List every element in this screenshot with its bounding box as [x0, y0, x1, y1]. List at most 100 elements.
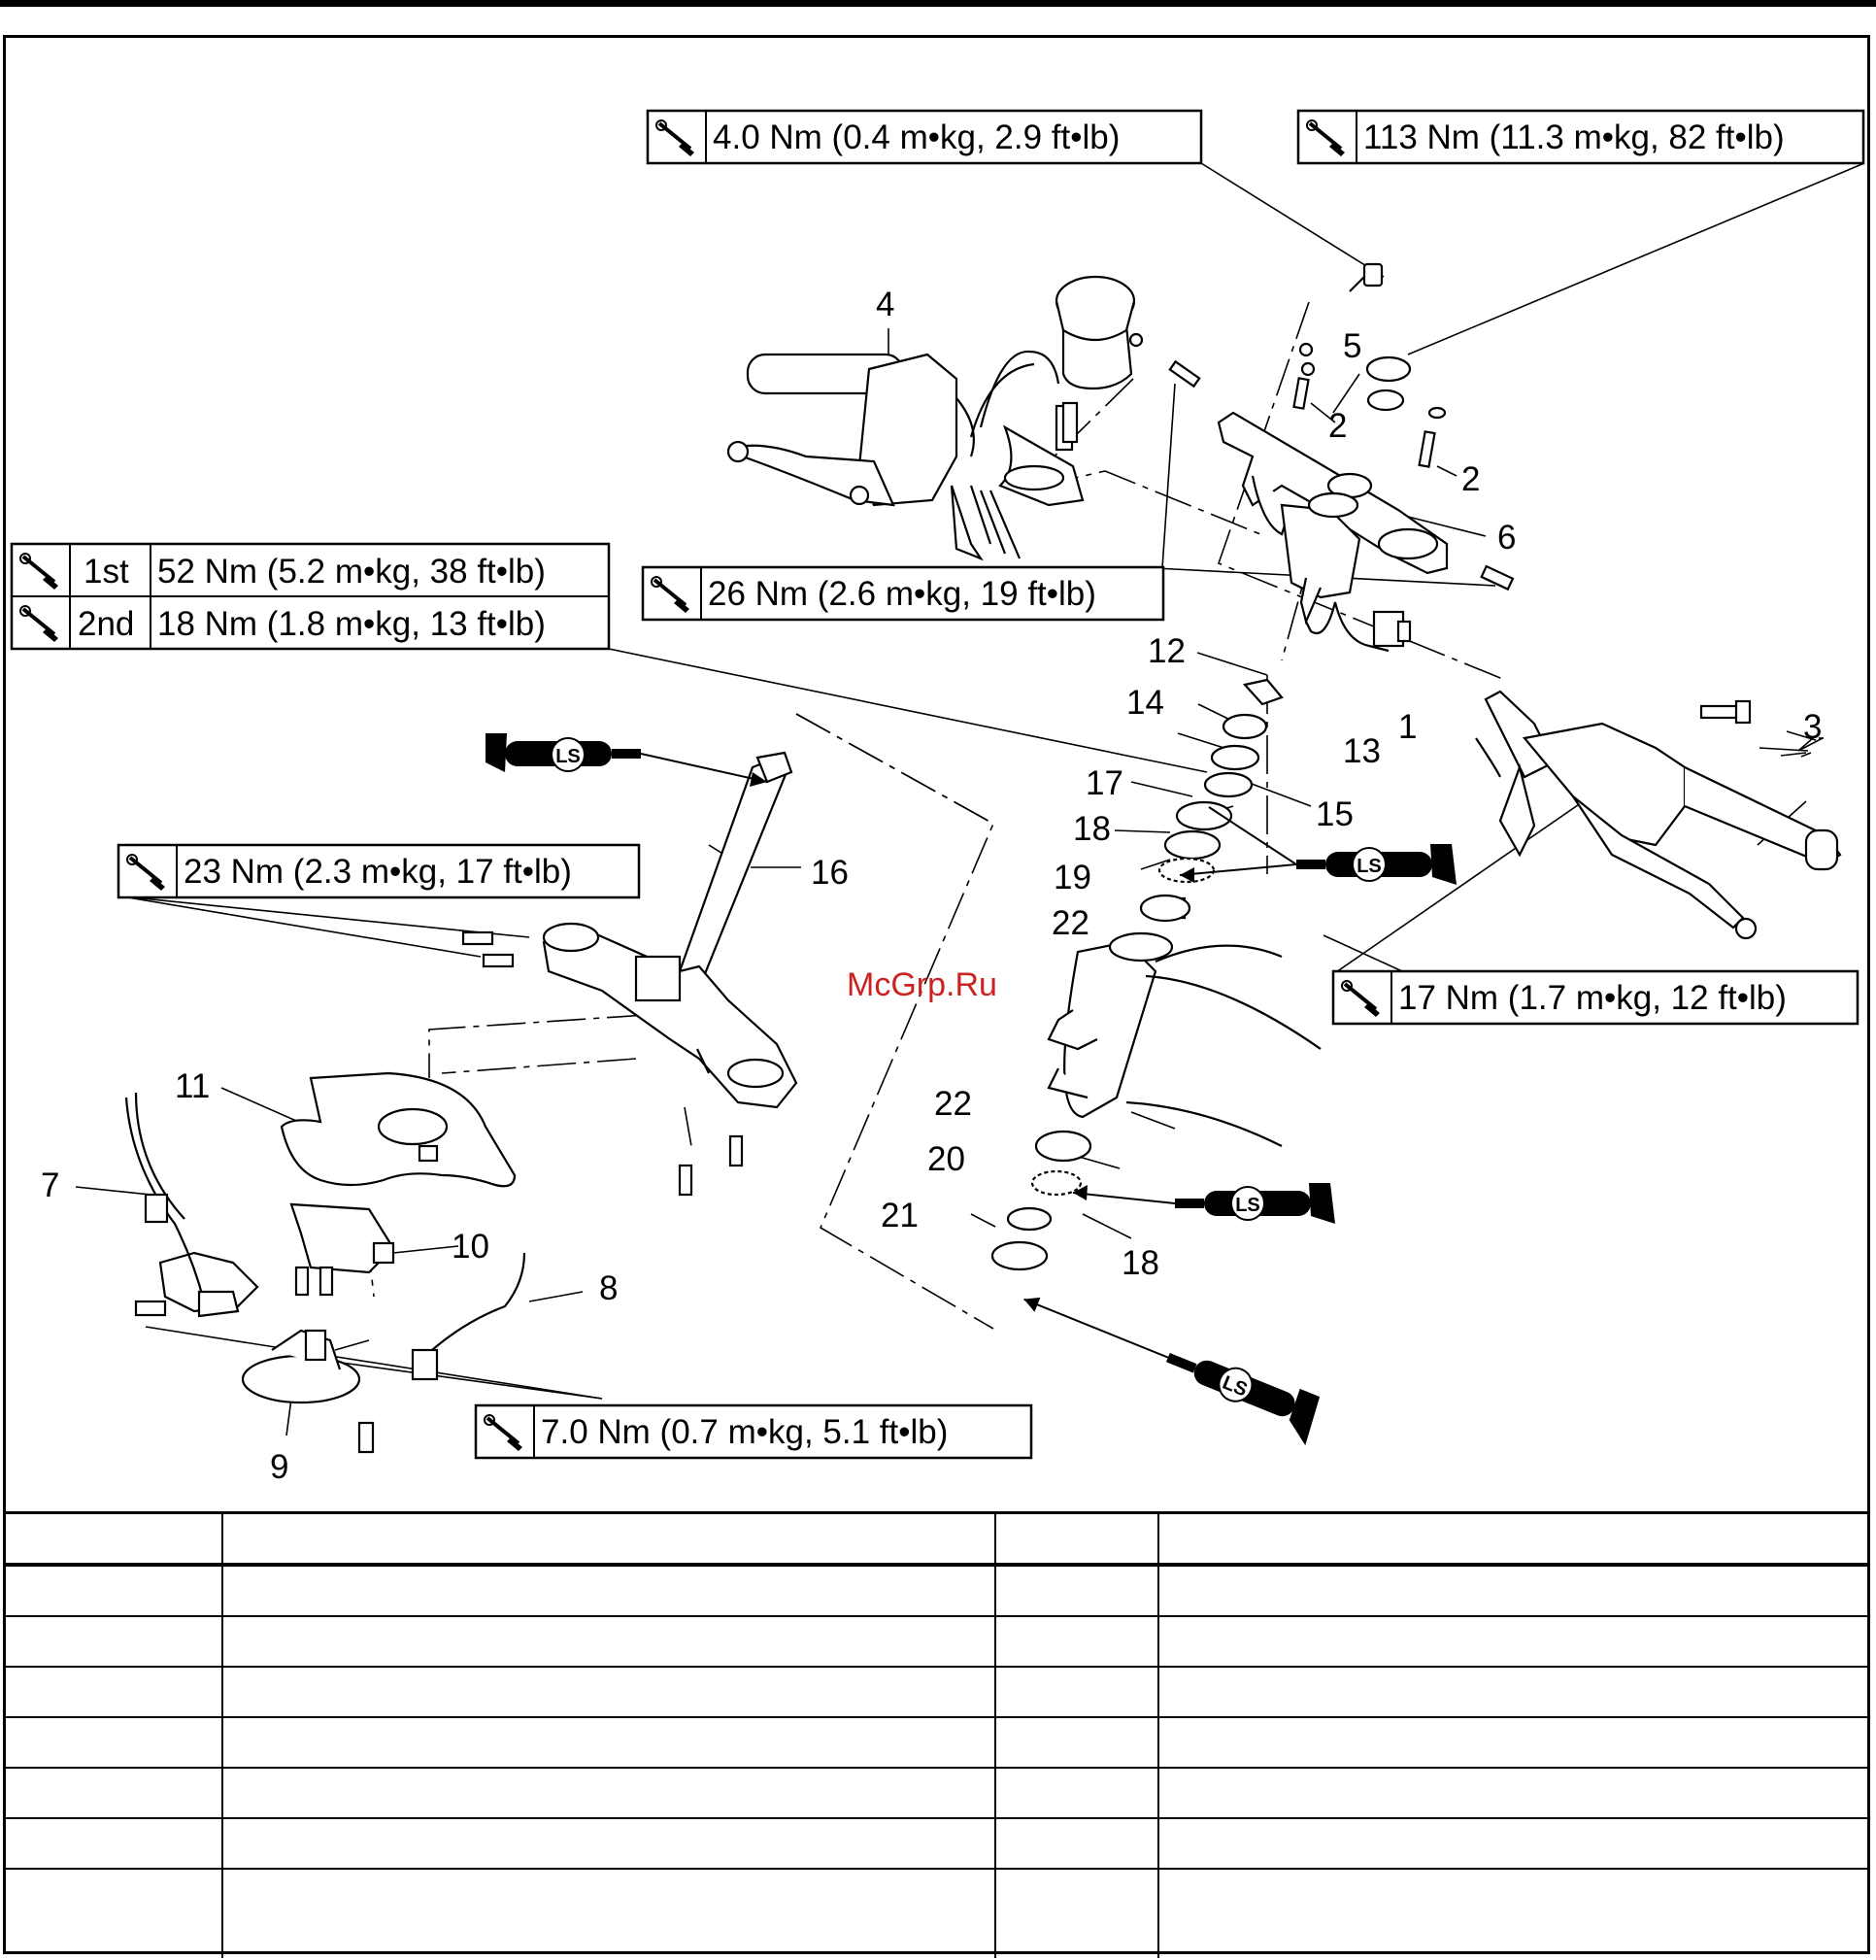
table-cell: [3, 1768, 222, 1819]
right-handlebar: [1475, 690, 1842, 940]
upper-bracket: [1217, 342, 1449, 653]
table-cell: [3, 1667, 222, 1718]
table-cell: [994, 1511, 1158, 1567]
table-cell: [994, 1565, 1158, 1617]
left-handlebar: [726, 350, 1085, 561]
table-cell: [1157, 1667, 1870, 1718]
torque-labels: 4.0 Nm (0.4 m•kg, 2.9 ft•lb) 113 Nm (11.…: [10, 109, 1865, 1460]
callout-1: 1: [1398, 708, 1417, 746]
table-cell: [994, 1616, 1158, 1668]
torque-wrench-icon: [19, 553, 58, 590]
callout-12: 12: [1148, 632, 1186, 670]
callout-18: 18: [1073, 810, 1111, 848]
torque-label-113nm: 113 Nm (11.3 m•kg, 82 ft•lb): [1296, 109, 1865, 165]
brake-fluid-reservoir: [1055, 275, 1144, 390]
callout-18: 18: [1122, 1244, 1159, 1282]
table-row: [3, 1818, 1870, 1870]
watermark: McGrp.Ru: [847, 966, 997, 1003]
table-cell: [1157, 1616, 1870, 1668]
torque-wrench-icon: [651, 576, 689, 613]
table-cell: [221, 1717, 995, 1769]
torque-label-7nm: 7.0 Nm (0.7 m•kg, 5.1 ft•lb): [474, 1403, 1033, 1460]
table-cell: [1157, 1717, 1870, 1769]
table-row: [3, 1768, 1870, 1819]
stage-label: 1st: [84, 553, 129, 591]
callout-20: 20: [927, 1140, 965, 1178]
cover-plate: [280, 1071, 517, 1188]
table-cell: [994, 1869, 1158, 1958]
torque-value: 17 Nm (1.7 m•kg, 12 ft•lb): [1398, 979, 1787, 1017]
callout-22: 22: [934, 1085, 972, 1123]
callout-14: 14: [1126, 684, 1164, 722]
table-row: [3, 1717, 1870, 1769]
callout-4: 4: [876, 286, 894, 323]
table-cell: [3, 1717, 222, 1769]
table-row: [3, 1667, 1870, 1718]
table-cell: [221, 1565, 995, 1617]
table-cell: [1157, 1818, 1870, 1870]
torque-value: 26 Nm (2.6 m•kg, 19 ft•lb): [708, 575, 1096, 613]
table-cell: [3, 1616, 222, 1668]
table-cell: [221, 1616, 995, 1668]
lubricant-label: LS: [1235, 1195, 1260, 1216]
table-cell: [1157, 1565, 1870, 1617]
callout-19: 19: [1054, 859, 1091, 896]
table-cell: [221, 1869, 995, 1958]
callout-6: 6: [1497, 519, 1516, 557]
grease-gun-icon: LS: [1023, 1297, 1321, 1446]
table-cell: [994, 1818, 1158, 1870]
table-row: [3, 1565, 1870, 1617]
parts-table: [3, 1511, 1870, 1958]
torque-label-17nm: 17 Nm (1.7 m•kg, 12 ft•lb): [1331, 969, 1859, 1026]
table-cell: [3, 1869, 222, 1958]
steering-stem: [461, 751, 798, 1197]
callout-9: 9: [270, 1448, 288, 1486]
torque-value: 113 Nm (11.3 m•kg, 82 ft•lb): [1363, 118, 1785, 156]
torque-value: 52 Nm (5.2 m•kg, 38 ft•lb): [157, 553, 546, 591]
callout-10: 10: [452, 1228, 489, 1266]
table-cell: [1157, 1768, 1870, 1819]
steering-bearing-stack: [1139, 678, 1284, 923]
callout-8: 8: [599, 1269, 618, 1307]
torque-wrench-icon: [1341, 980, 1380, 1017]
grease-gun-icon: LS: [486, 733, 768, 787]
torque-wrench-icon: [1306, 119, 1345, 156]
table-cell: [994, 1667, 1158, 1718]
callout-7: 7: [41, 1166, 59, 1204]
torque-wrench-icon: [484, 1414, 522, 1451]
torque-wrench-icon: [126, 854, 165, 891]
callout-21: 21: [881, 1197, 919, 1234]
callout-15: 15: [1316, 795, 1354, 833]
callout-11: 11: [175, 1067, 210, 1105]
lower-bearing-stack: [990, 1130, 1092, 1271]
callout-22: 22: [1052, 904, 1089, 942]
torque-value: 7.0 Nm (0.7 m•kg, 5.1 ft•lb): [541, 1413, 948, 1451]
table-cell: [221, 1768, 995, 1819]
torque-wrench-icon: [19, 605, 58, 642]
callout-13: 13: [1343, 732, 1381, 770]
part-sketches: [124, 262, 1842, 1454]
table-row: [3, 1869, 1870, 1958]
lubricant-label: LS: [1357, 856, 1382, 877]
table-cell: [221, 1667, 995, 1718]
top-rule: [0, 0, 1876, 7]
table-cell: [994, 1768, 1158, 1819]
callout-5: 5: [1343, 327, 1361, 365]
torque-label-4nm: 4.0 Nm (0.4 m•kg, 2.9 ft•lb): [646, 109, 1203, 165]
lubricant-marks: LS LS LS: [486, 733, 1457, 1446]
table-cell: [3, 1818, 222, 1870]
horn-assembly: [124, 1092, 526, 1454]
callout-16: 16: [811, 854, 849, 892]
grease-gun-icon: LS: [1072, 1183, 1335, 1224]
table-cell: [221, 1511, 995, 1567]
callout-numbers: 1 2 2 3 4 5 6 7 8 9 10 11 12 13 14 15 16…: [41, 286, 1822, 1486]
table-cell: [994, 1717, 1158, 1769]
torque-label-23nm: 23 Nm (2.3 m•kg, 17 ft•lb): [117, 843, 641, 899]
table-cell: [3, 1511, 222, 1567]
callout-17: 17: [1086, 764, 1123, 802]
callout-3: 3: [1803, 708, 1822, 746]
bolts: [1061, 262, 1752, 725]
lubricant-label: LS: [555, 746, 581, 767]
torque-wrench-icon: [655, 119, 694, 156]
callout-2: 2: [1328, 407, 1347, 445]
